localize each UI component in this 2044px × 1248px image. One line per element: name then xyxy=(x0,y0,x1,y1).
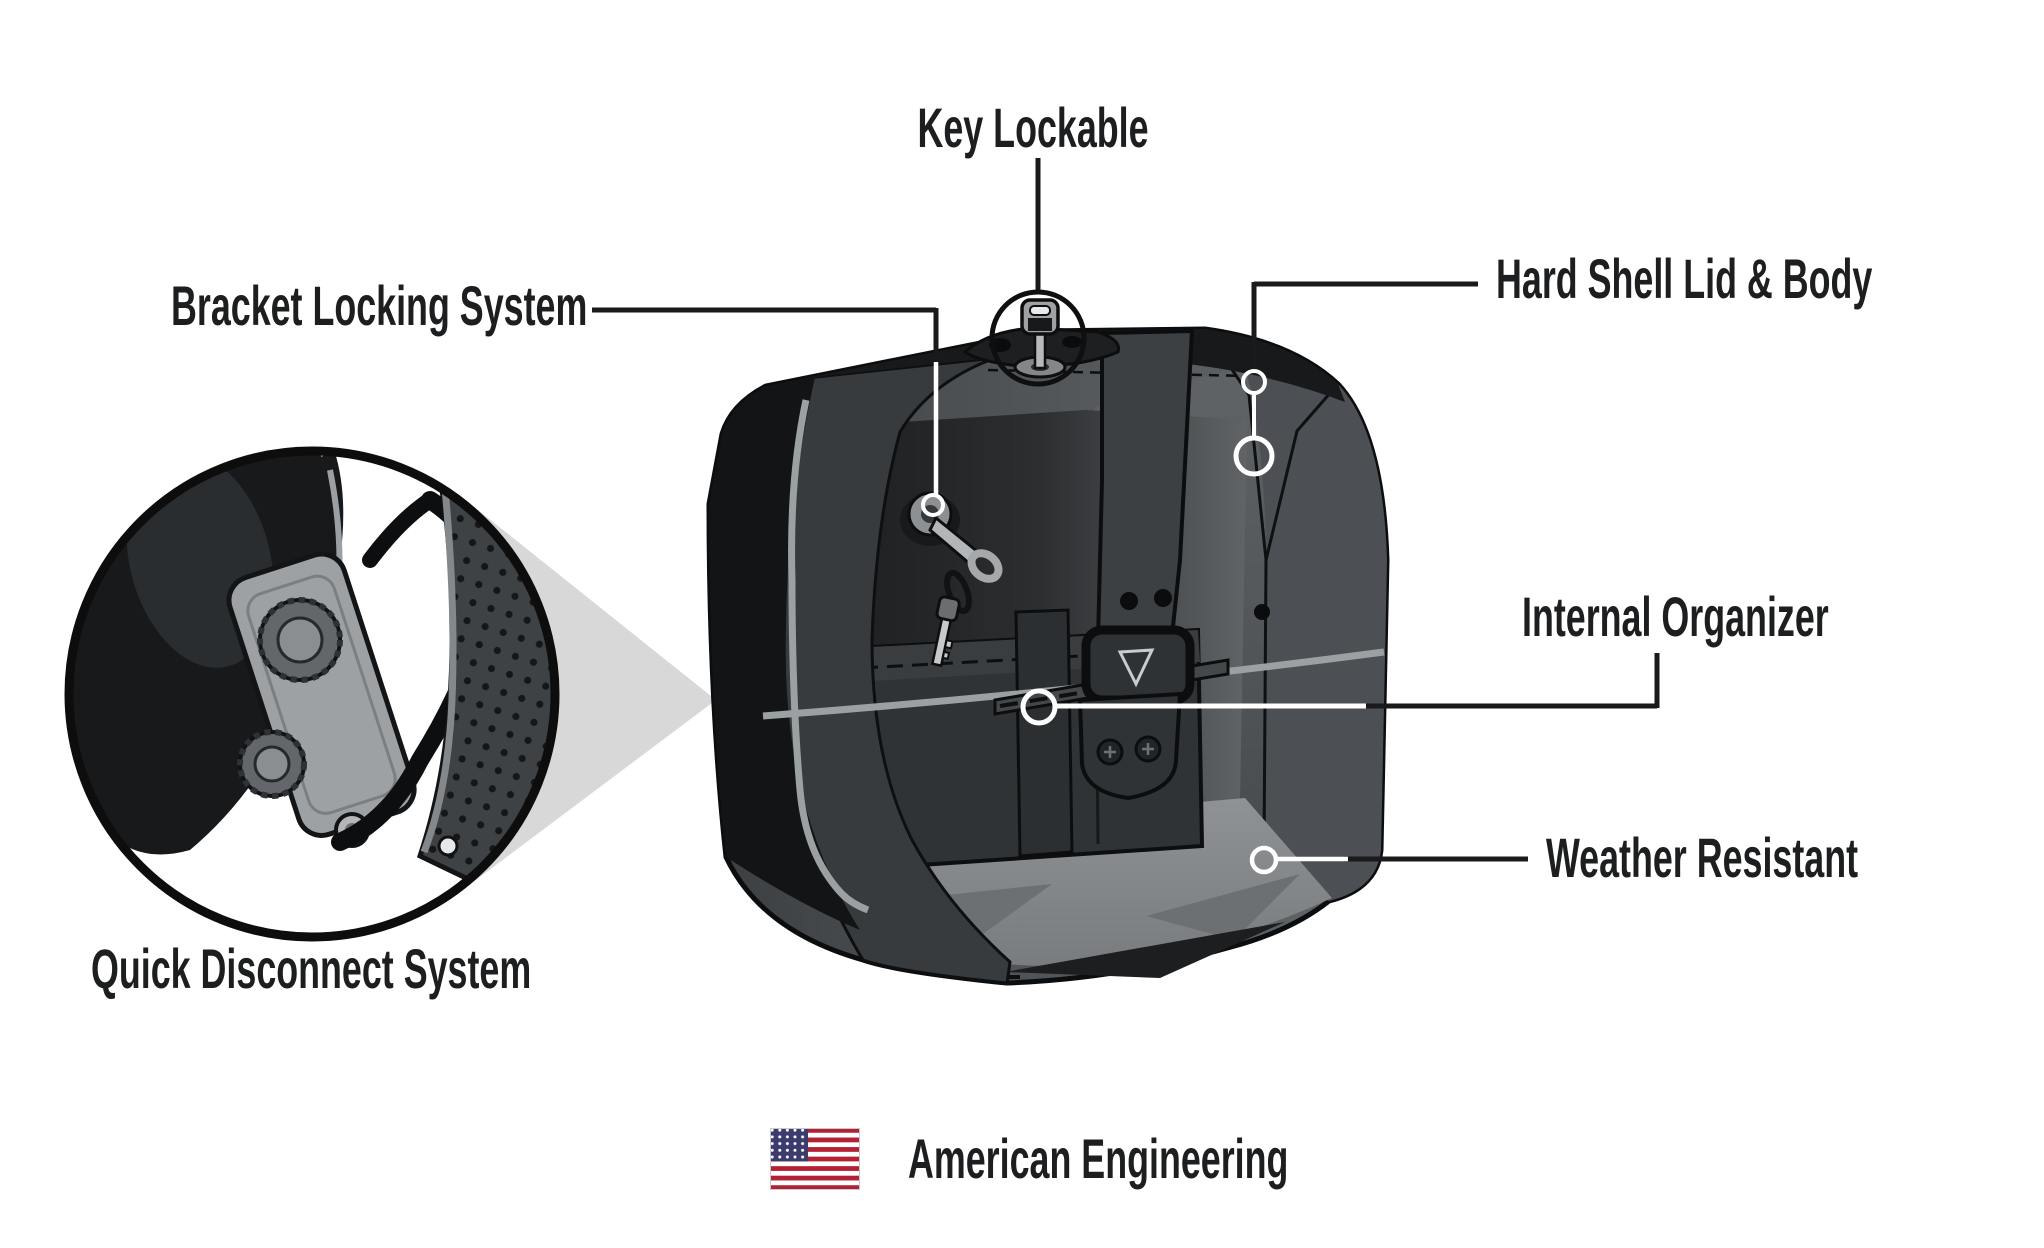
internal-organizer-ring xyxy=(1020,688,1058,726)
perforated-panel xyxy=(416,451,555,884)
bag-lid-flap xyxy=(778,356,1012,985)
hard-shell-ring-large xyxy=(1233,435,1275,477)
label-hard-shell-lid-body: Hard Shell Lid & Body xyxy=(1496,247,1873,310)
weather-resistant-ring xyxy=(1249,845,1279,875)
bag-right-panel xyxy=(1095,368,1267,878)
bag-hard-lid xyxy=(766,329,1345,402)
label-bracket-locking-system: Bracket Locking System xyxy=(171,274,588,337)
saddlebag-illustration xyxy=(706,298,1390,986)
label-quick-disconnect-system: Quick Disconnect System xyxy=(91,937,532,1000)
footer-brand-row: American Engineering xyxy=(770,1128,1502,1190)
flap-piping xyxy=(788,399,870,914)
key-lockable-ring xyxy=(989,289,1087,387)
top-key-lock-icon xyxy=(962,298,1121,379)
thumb-knob-icon xyxy=(237,597,343,799)
quick-disconnect-inset xyxy=(64,446,560,942)
bag-floor xyxy=(900,798,1332,966)
label-key-lockable: Key Lockable xyxy=(917,96,1149,159)
u-loop-rod xyxy=(331,491,494,851)
bag-interior xyxy=(863,410,1247,830)
inset-circle-ring xyxy=(64,446,560,942)
bracket-locking-ring xyxy=(921,493,945,517)
label-weather-resistant: Weather Resistant xyxy=(1546,826,1859,889)
body-seam-piping xyxy=(762,648,1385,720)
internal-organizer-box xyxy=(849,627,1205,869)
bag-body xyxy=(706,326,1390,986)
hard-shell-ring-small xyxy=(1241,369,1267,395)
label-american-engineering: American Engineering xyxy=(908,1127,1289,1190)
front-lock-with-keys-icon xyxy=(900,491,1003,668)
us-flag-icon xyxy=(770,1128,860,1190)
mounting-rail xyxy=(993,658,1230,716)
label-internal-organizer: Internal Organizer xyxy=(1522,585,1829,648)
bracket-plate xyxy=(226,551,417,838)
strap-buckle xyxy=(1077,328,1195,801)
